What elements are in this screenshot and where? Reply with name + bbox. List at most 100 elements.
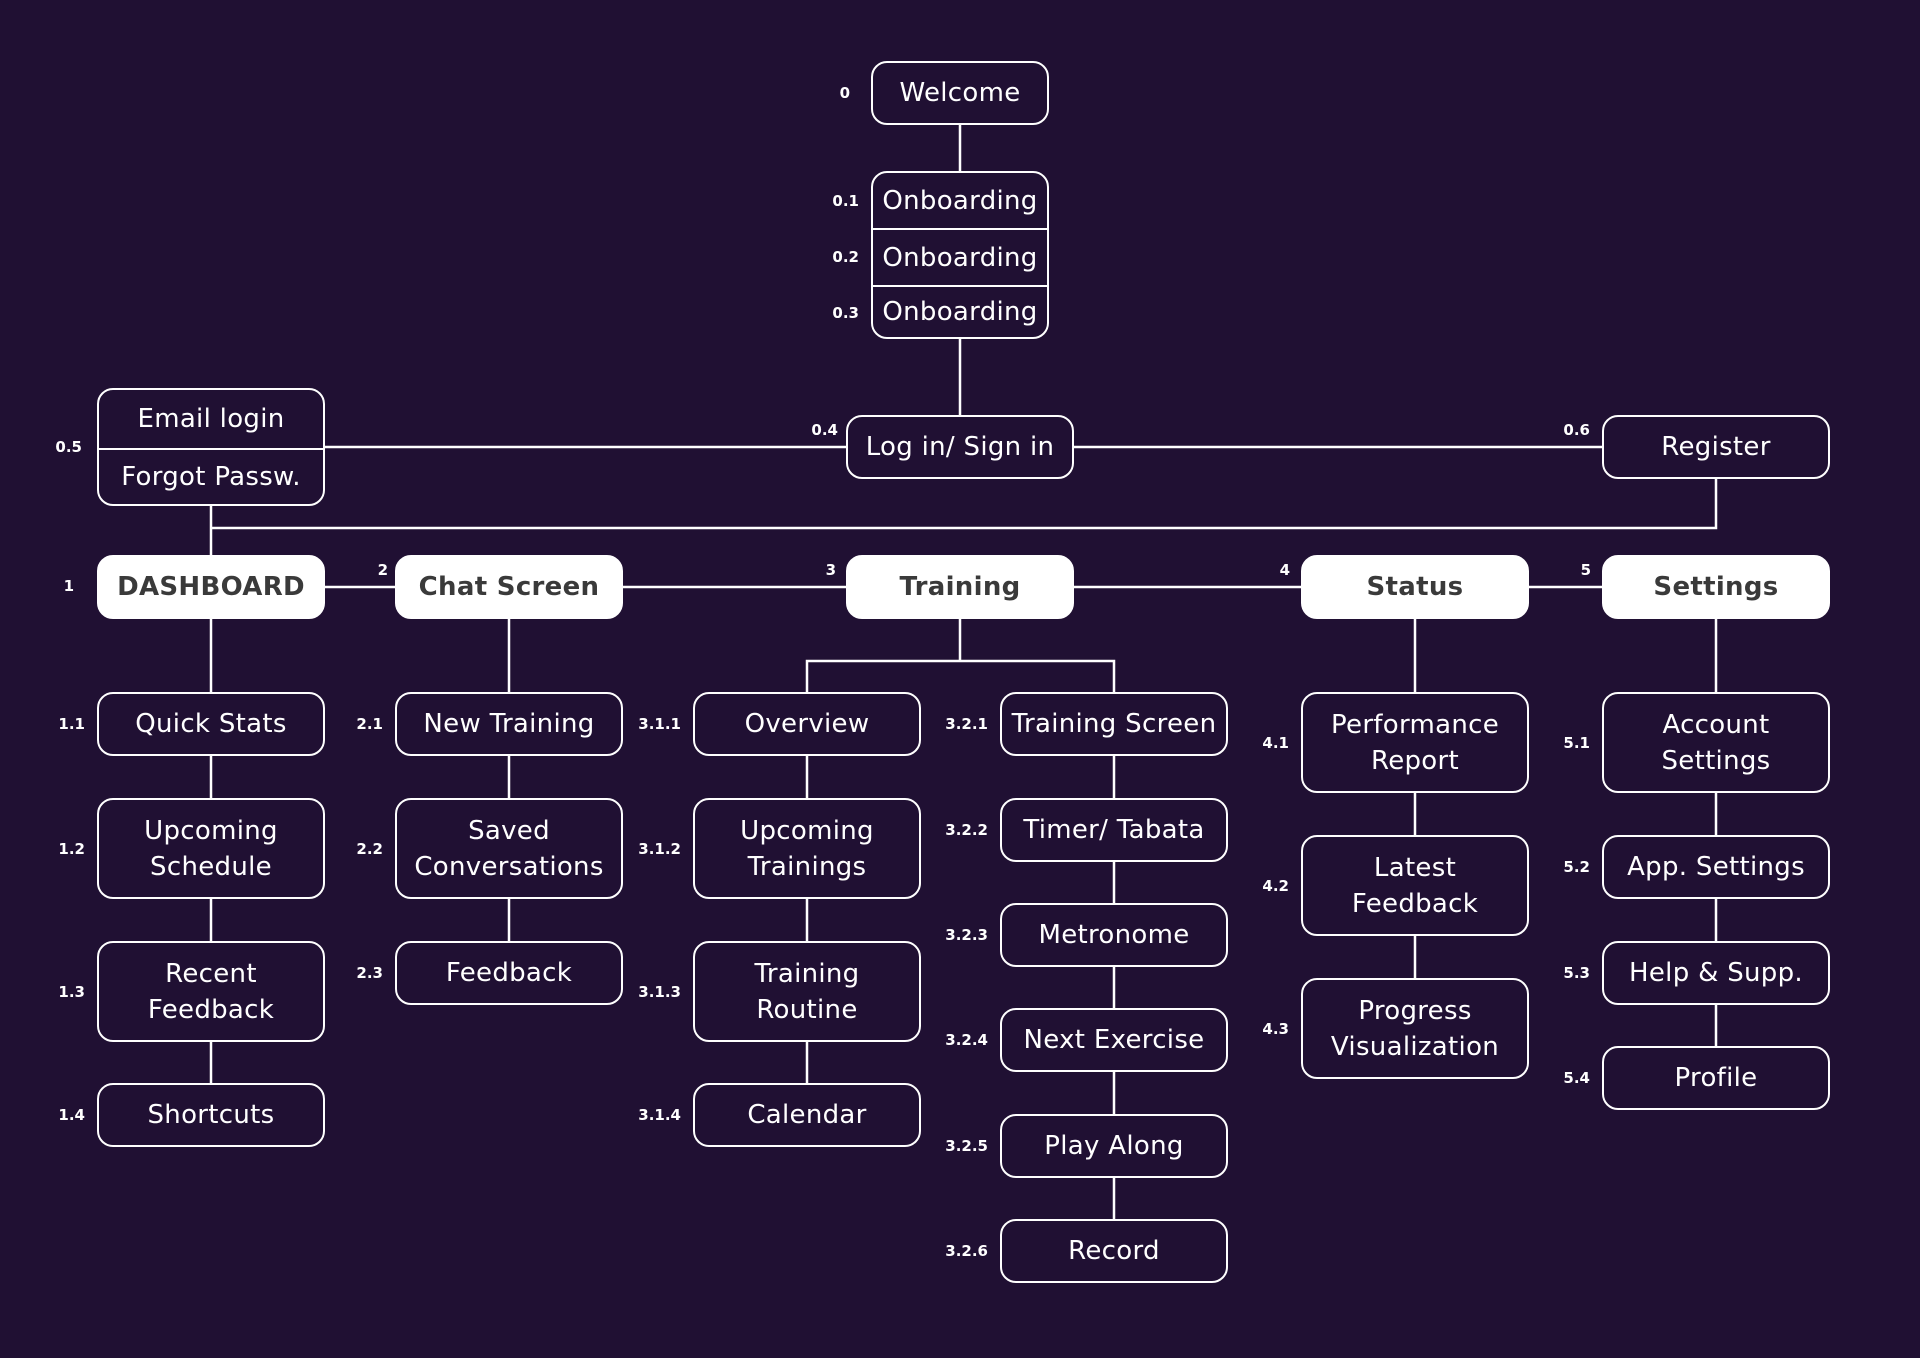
node-training-routine: Training Routine <box>693 941 921 1042</box>
node-label: Log in/ Sign in <box>865 432 1055 462</box>
node-label: Register <box>1661 432 1771 462</box>
node-number: 3.1.1 <box>638 715 681 733</box>
node-number: 0 <box>839 84 850 102</box>
node-calendar: Calendar <box>693 1083 921 1147</box>
node-login: Log in/ Sign in <box>846 415 1074 479</box>
node-recent-feedback: Recent Feedback <box>97 941 325 1042</box>
node-label: DASHBOARD <box>117 572 305 602</box>
node-progress-visualization: Progress Visualization <box>1301 978 1529 1079</box>
node-number: 1.4 <box>58 1106 85 1124</box>
node-dashboard: DASHBOARD <box>97 555 325 619</box>
node-label: Help & Supp. <box>1629 958 1803 988</box>
node-record: Record <box>1000 1219 1228 1283</box>
node-label: Timer/ Tabata <box>1023 815 1205 845</box>
node-app-settings: App. Settings <box>1602 835 1830 899</box>
node-performance-report: Performance Report <box>1301 692 1529 793</box>
node-cell-label: Forgot Passw. <box>99 448 323 504</box>
node-label: Settings <box>1653 572 1779 602</box>
node-number: 4.2 <box>1262 876 1289 895</box>
node-number: 0.3 <box>832 304 859 322</box>
node-label: Quick Stats <box>135 709 287 739</box>
node-label: Training Routine <box>754 958 860 1025</box>
node-label: Next Exercise <box>1023 1025 1205 1055</box>
node-number: 3.1.3 <box>638 982 681 1001</box>
node-number: 4.1 <box>1262 733 1289 752</box>
node-settings: Settings <box>1602 555 1830 619</box>
node-label: Latest Feedback <box>1351 852 1479 919</box>
node-number: 5.2 <box>1563 858 1590 876</box>
node-number: 0.4 <box>811 421 838 439</box>
node-feedback: Feedback <box>395 941 623 1005</box>
node-label: Play Along <box>1044 1131 1184 1161</box>
node-label: Training <box>899 572 1021 602</box>
node-upcoming-schedule: Upcoming Schedule <box>97 798 325 899</box>
node-profile: Profile <box>1602 1046 1830 1110</box>
node-label: Progress Visualization <box>1330 995 1500 1062</box>
node-cell-label: Onboarding <box>873 285 1047 337</box>
node-welcome: Welcome <box>871 61 1049 125</box>
node-number: 5.1 <box>1563 733 1590 752</box>
node-saved-conversations: Saved Conversations <box>395 798 623 899</box>
node-number: 3.2.4 <box>945 1031 988 1049</box>
node-number: 0.5 <box>55 438 82 456</box>
node-label: Performance Report <box>1330 709 1500 776</box>
node-number: 1.3 <box>58 982 85 1001</box>
node-label: Record <box>1068 1236 1160 1266</box>
node-label: Feedback <box>445 958 573 988</box>
node-label: Metronome <box>1038 920 1190 950</box>
node-number: 3.1.2 <box>638 839 681 858</box>
node-label: Training Screen <box>1011 709 1217 739</box>
node-play-along: Play Along <box>1000 1114 1228 1178</box>
node-number: 3.2.3 <box>945 926 988 944</box>
node-chat: Chat Screen <box>395 555 623 619</box>
node-label: Upcoming Trainings <box>740 815 874 882</box>
node-label: App. Settings <box>1627 852 1805 882</box>
node-overview: Overview <box>693 692 921 756</box>
node-number: 1 <box>63 577 74 595</box>
node-label: Account Settings <box>1661 709 1771 776</box>
node-timer-tabata: Timer/ Tabata <box>1000 798 1228 862</box>
node-label: Overview <box>744 709 870 739</box>
node-number: 3.2.5 <box>945 1137 988 1155</box>
node-account-settings: Account Settings <box>1602 692 1830 793</box>
node-cell-label: Onboarding <box>882 185 1038 216</box>
node-number: 2.2 <box>356 839 383 858</box>
node-number: 1.1 <box>58 715 85 733</box>
node-number: 3.2.6 <box>945 1242 988 1260</box>
node-number: 4.3 <box>1262 1019 1289 1038</box>
node-label: Calendar <box>747 1100 867 1130</box>
node-number: 2.3 <box>356 964 383 982</box>
node-cell-label: Onboarding <box>873 228 1047 285</box>
node-number: 0.1 <box>832 191 859 210</box>
node-next-exercise: Next Exercise <box>1000 1008 1228 1072</box>
node-label: New Training <box>423 709 595 739</box>
node-label: Saved Conversations <box>414 815 604 882</box>
node-training-screen: Training Screen <box>1000 692 1228 756</box>
node-number: 0.6 <box>1563 421 1590 439</box>
node-shortcuts: Shortcuts <box>97 1083 325 1147</box>
training-split-line <box>805 659 1116 692</box>
node-number: 1.2 <box>58 839 85 858</box>
node-metronome: Metronome <box>1000 903 1228 967</box>
node-label: Upcoming Schedule <box>144 815 278 882</box>
node-label: Welcome <box>899 78 1021 108</box>
node-cell-label: Email login <box>137 404 285 434</box>
node-status: Status <box>1301 555 1529 619</box>
node-number: 2 <box>377 561 388 579</box>
node-label: Chat Screen <box>418 572 600 602</box>
node-latest-feedback: Latest Feedback <box>1301 835 1529 936</box>
node-new-training: New Training <box>395 692 623 756</box>
node-label: Status <box>1366 572 1464 602</box>
node-number: 4 <box>1279 561 1290 579</box>
node-label: Shortcuts <box>147 1100 275 1130</box>
node-quick-stats: Quick Stats <box>97 692 325 756</box>
node-help-support: Help & Supp. <box>1602 941 1830 1005</box>
node-number: 3 <box>825 561 836 579</box>
register-dashboard-line <box>211 479 1718 530</box>
node-number: 5.3 <box>1563 964 1590 982</box>
node-number: 0.2 <box>832 247 859 266</box>
node-number: 3.1.4 <box>638 1106 681 1124</box>
node-label: Profile <box>1674 1063 1758 1093</box>
